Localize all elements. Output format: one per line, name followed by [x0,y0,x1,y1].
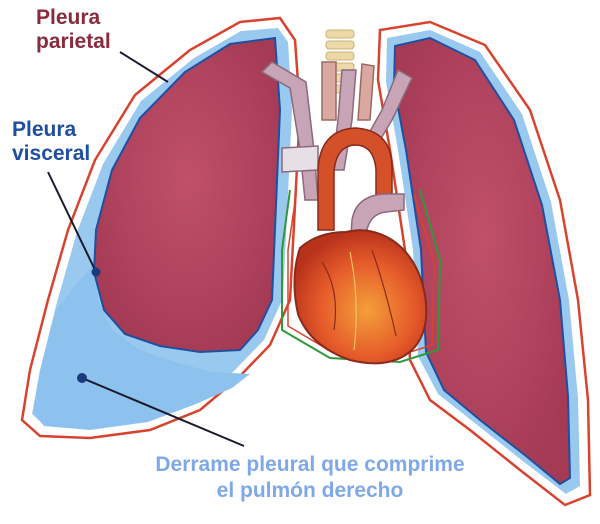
heart-vessel-3 [349,251,357,351]
right-lung [92,36,282,354]
pleural-effusion-fluid [33,262,250,430]
visceral-pointer-dot [91,267,101,277]
right-lung-with-effusion [20,16,302,440]
heart-vessel-1 [321,261,337,331]
visceral-leader-line [47,171,97,273]
effusion-leader-line [81,377,245,447]
heart-vessel-2 [371,249,397,337]
left-lung-tissue [392,36,572,486]
parietal-leader-line [119,51,169,83]
label-pleura-visceral: Pleura visceral [12,118,91,165]
great-vessels [260,61,413,201]
left-lung [376,20,592,507]
label-pleura-parietal: Pleura parietal [36,6,111,53]
effusion-pointer-dot [77,373,87,383]
heart [293,229,428,365]
label-pleural-effusion: Derrame pleural que comprime el pulmón d… [155,453,465,503]
